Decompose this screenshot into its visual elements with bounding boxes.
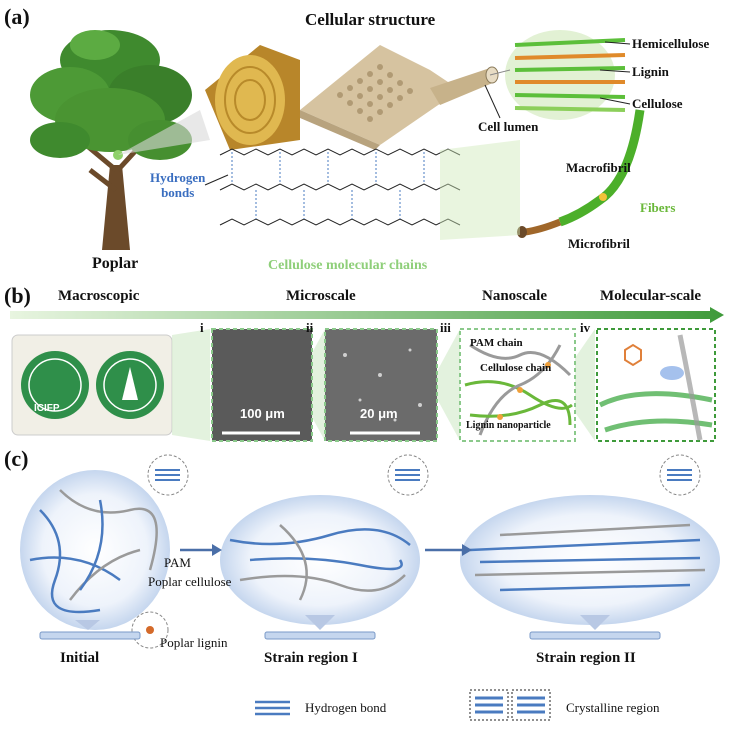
pam-label: PAM <box>164 555 191 570</box>
poplar-tree-icon <box>30 30 210 250</box>
cellulose-label: Cellulose <box>632 96 683 111</box>
scale-bar-20um: 20 μm <box>360 406 398 421</box>
cellulose-chain-label: Cellulose chain <box>480 362 552 374</box>
poplar-lignin-label: Poplar lignin <box>160 635 228 650</box>
cell-lumen-label: Cell lumen <box>478 119 539 134</box>
panel-b-letter: (b) <box>4 283 31 308</box>
scale-bar-100um: 100 μm <box>240 406 285 421</box>
legend-crystalline-region: Crystalline region <box>566 700 660 715</box>
scale-molecular: Molecular-scale <box>600 288 702 304</box>
logo-icifp: ICIFP <box>34 403 60 414</box>
panel-c-letter: (c) <box>4 446 29 471</box>
poplar-cellulose-label: Poplar cellulose <box>148 574 232 589</box>
subpanel-iii: iii <box>440 320 451 335</box>
subpanel-iv: iv <box>580 320 591 335</box>
lignin-nanoparticle-label: Lignin nanoparticle <box>466 420 551 431</box>
microfibril-label: Microfibril <box>568 236 630 251</box>
panel-a-letter: (a) <box>4 4 30 29</box>
subpanel-i: i <box>200 320 204 335</box>
lignin-label: Lignin <box>632 64 669 79</box>
scale-nanoscale: Nanoscale <box>482 288 547 304</box>
fibers-label: Fibers <box>640 200 676 215</box>
fiber-bundle-icon <box>489 30 626 120</box>
stage-initial: Initial <box>60 650 100 666</box>
scale-arrow <box>10 307 724 323</box>
stage-strain-1: Strain region I <box>264 650 358 666</box>
subpanel-ii: ii <box>306 320 314 335</box>
scale-microscale: Microscale <box>286 288 356 304</box>
macrofibril-icon <box>517 109 645 238</box>
pam-chain-label: PAM chain <box>470 337 523 349</box>
scale-macroscopic: Macroscopic <box>58 288 140 304</box>
cellular-structure-title: Cellular structure <box>305 10 436 29</box>
cellulose-chains-label: Cellulose molecular chains <box>268 258 428 273</box>
poplar-label: Poplar <box>92 255 139 272</box>
cellulose-chains-icon <box>219 148 461 226</box>
panel-c-illustration <box>20 454 720 721</box>
hemicellulose-label: Hemicellulose <box>632 36 710 51</box>
macrofibril-label: Macrofibril <box>566 160 631 175</box>
panel-a-illustration <box>30 30 645 250</box>
stage-strain-2: Strain region II <box>536 650 636 666</box>
hydrogen-bonds-label: Hydrogen bonds <box>150 170 206 200</box>
wood-log-icon <box>205 45 300 150</box>
panel-b-illustration <box>10 307 724 442</box>
legend-hydrogen-bond: Hydrogen bond <box>305 700 387 715</box>
cell-block-icon <box>300 45 499 150</box>
